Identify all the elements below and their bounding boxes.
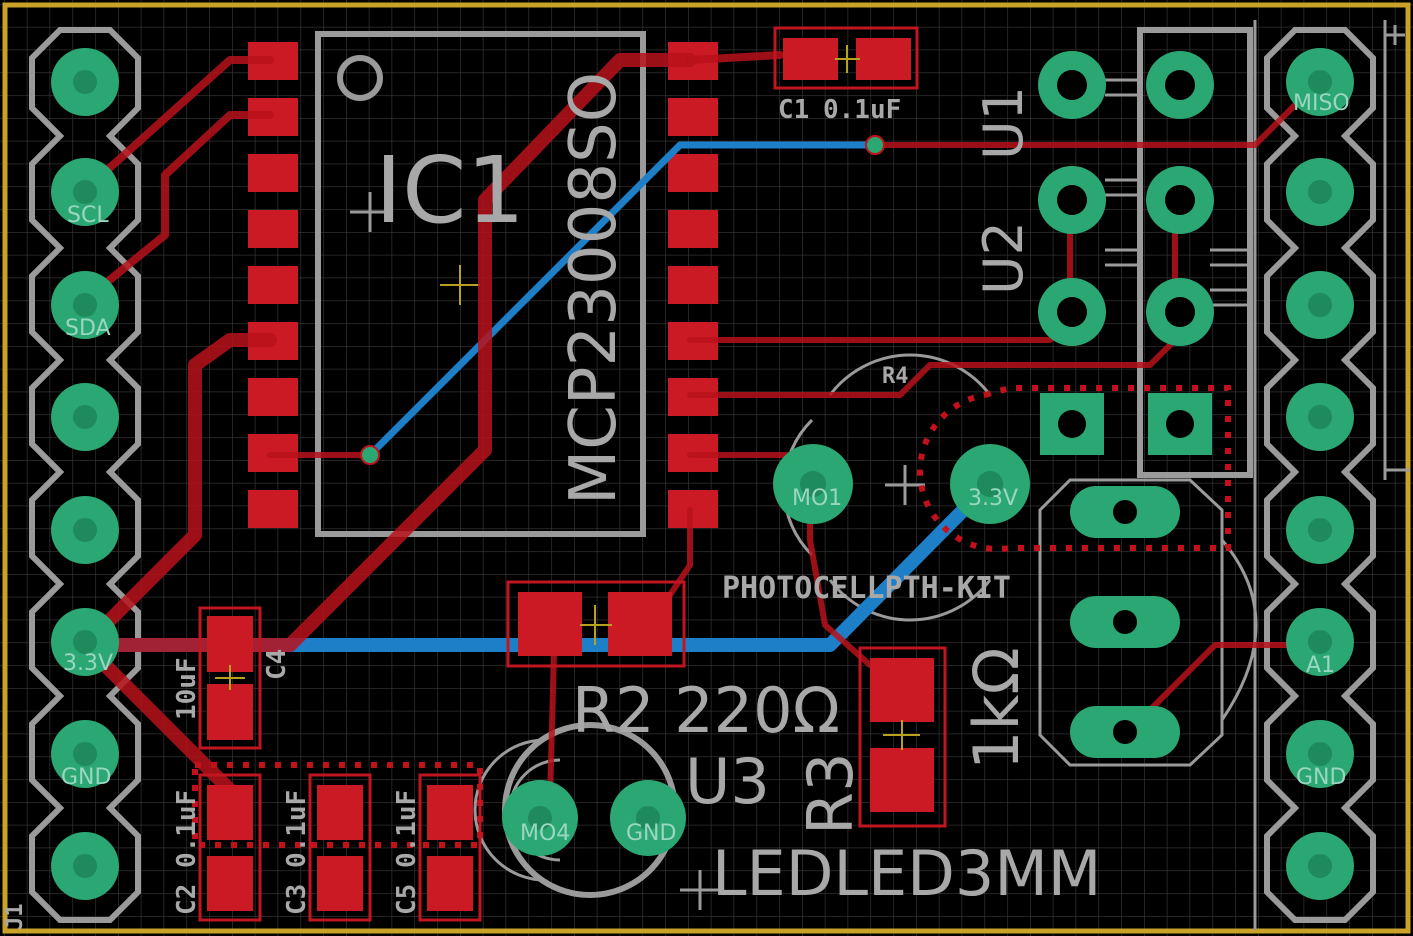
c4-capacitor [198,606,262,750]
pad-label-mo4: MO4 [520,821,570,846]
right-header-pads [1286,48,1354,900]
u1-label: U1 [972,86,1035,160]
u1-u2-header-silkscreen [1105,27,1253,478]
left-header-pads [51,48,119,900]
c1-value-label: 0.1uF [823,95,901,125]
pad-label-a1: A1 [1306,653,1335,678]
pad-label-3v3-photocell: 3.3V [968,486,1018,511]
ic1-value-label: MCP23008SO [557,72,631,505]
photocell-value-label: PHOTOCELLPTH-KIT [722,571,1011,606]
pad-label-gnd-right: GND [1296,765,1346,790]
pad-label-sda: SDA [65,316,111,341]
r3-value-label: 1kΩ [960,647,1033,770]
bottom-copper-traces [78,141,1002,652]
u3-value-label: LEDLED3MM [712,837,1101,910]
right-header-silkscreen [1253,20,1410,930]
to92-pads [1070,486,1180,758]
to92-outline [1038,478,1258,767]
vias [360,135,885,465]
ic1-pads-left [248,42,298,528]
c5-label: C5 0.1uF [392,790,422,915]
c2-label: C2 0.1uF [172,790,202,915]
c4-name-label: C4 [262,649,292,680]
c4-value-label: 10uF [172,657,202,720]
c3-label: C3 0.1uF [282,790,312,915]
pad-label-gnd-led: GND [626,821,676,846]
photocell-pads [773,444,1030,524]
u1-u2-pads [1038,51,1214,455]
pad-label-3v3: 3.3V [63,651,113,676]
u3-name-label: U3 [685,745,770,818]
pad-label-scl: SCL [67,203,109,228]
r2-resistor [506,580,686,668]
r3-resistor [858,646,947,828]
r2-label: R2 220Ω [572,674,840,747]
photocell-net-label: R4 [882,364,909,389]
c1-name-label: C1 [778,95,809,125]
ic1-package [315,31,646,537]
pad-label-mo1: MO1 [792,486,842,511]
ic1-name-label: IC1 [375,137,525,244]
left-header-silkscreen [29,27,141,923]
led-pads [502,780,686,856]
pad-label-miso: MISO [1293,91,1350,116]
c1-capacitor [773,26,919,90]
pad-label-gnd-left: GND [61,765,111,790]
j1-edge-label: J1 [3,904,28,931]
u2-label: U2 [972,221,1035,295]
c2-c3-c5-capacitors [192,762,483,922]
r3-name-label: R3 [794,752,867,835]
